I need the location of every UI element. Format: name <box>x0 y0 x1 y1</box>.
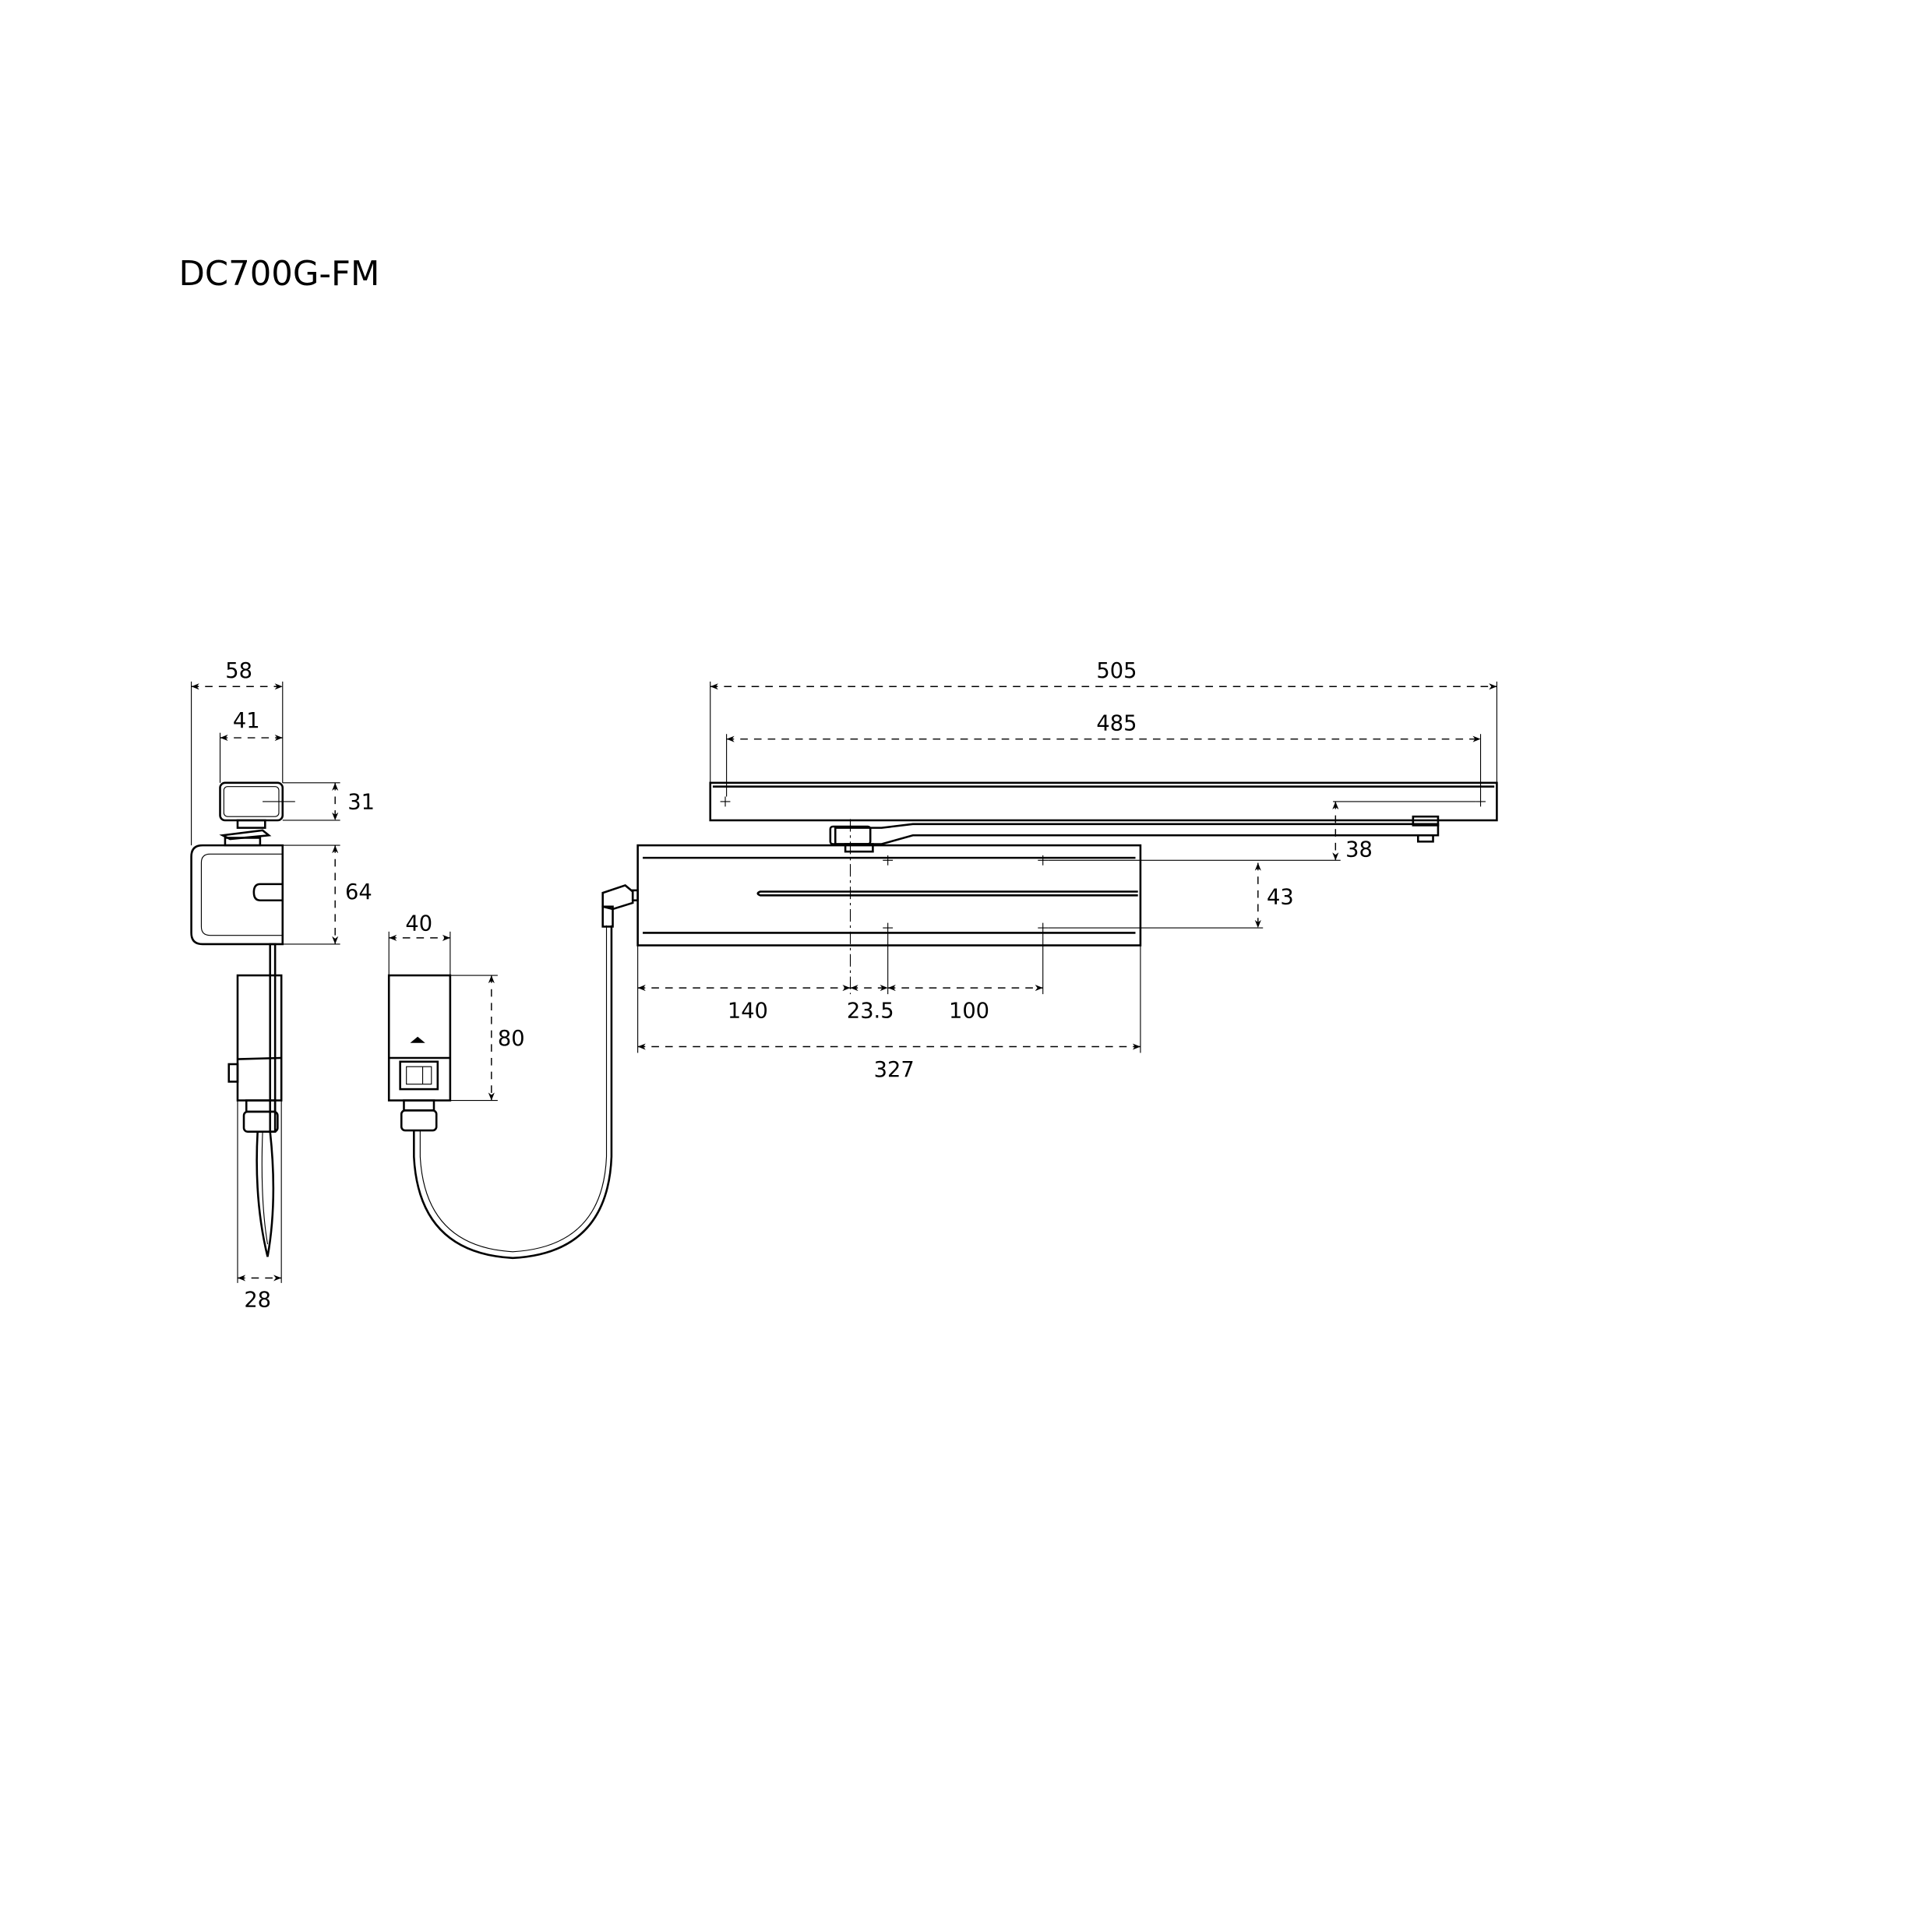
power-switch <box>399 1060 439 1091</box>
dim-31: 31 <box>347 791 375 815</box>
dim-485: 485 <box>1096 711 1137 735</box>
control-box <box>387 884 639 1260</box>
dim-80: 80 <box>498 1027 525 1051</box>
side-view <box>190 781 284 1257</box>
dim-100: 100 <box>949 999 989 1024</box>
dim-43: 43 <box>1267 886 1294 910</box>
control-box-dimensions: 40 80 <box>388 911 525 1102</box>
dim-58: 58 <box>225 659 252 683</box>
dim-28: 28 <box>244 1288 271 1312</box>
dim-64: 64 <box>345 880 372 904</box>
dim-41: 41 <box>233 709 260 733</box>
dim-38: 38 <box>1345 838 1373 862</box>
indicator-icon <box>410 1036 425 1043</box>
product-title: DC700G-FM <box>179 255 380 294</box>
dim-505: 505 <box>1096 659 1137 683</box>
closer-body <box>636 844 1142 947</box>
side-dimensions: 58 41 31 64 28 <box>191 659 375 1312</box>
cable-connector <box>601 905 614 928</box>
dim-40: 40 <box>405 911 432 936</box>
dim-140: 140 <box>728 999 768 1024</box>
guide-rail <box>709 781 1498 822</box>
door-closer-front <box>636 781 1498 995</box>
dim-23-5: 23.5 <box>847 999 894 1024</box>
side-bracket <box>190 844 284 946</box>
cable <box>413 925 613 1260</box>
closer-dimensions: 505 485 38 43 140 23.5 100 327 <box>637 659 1497 1082</box>
dim-327: 327 <box>874 1058 915 1082</box>
